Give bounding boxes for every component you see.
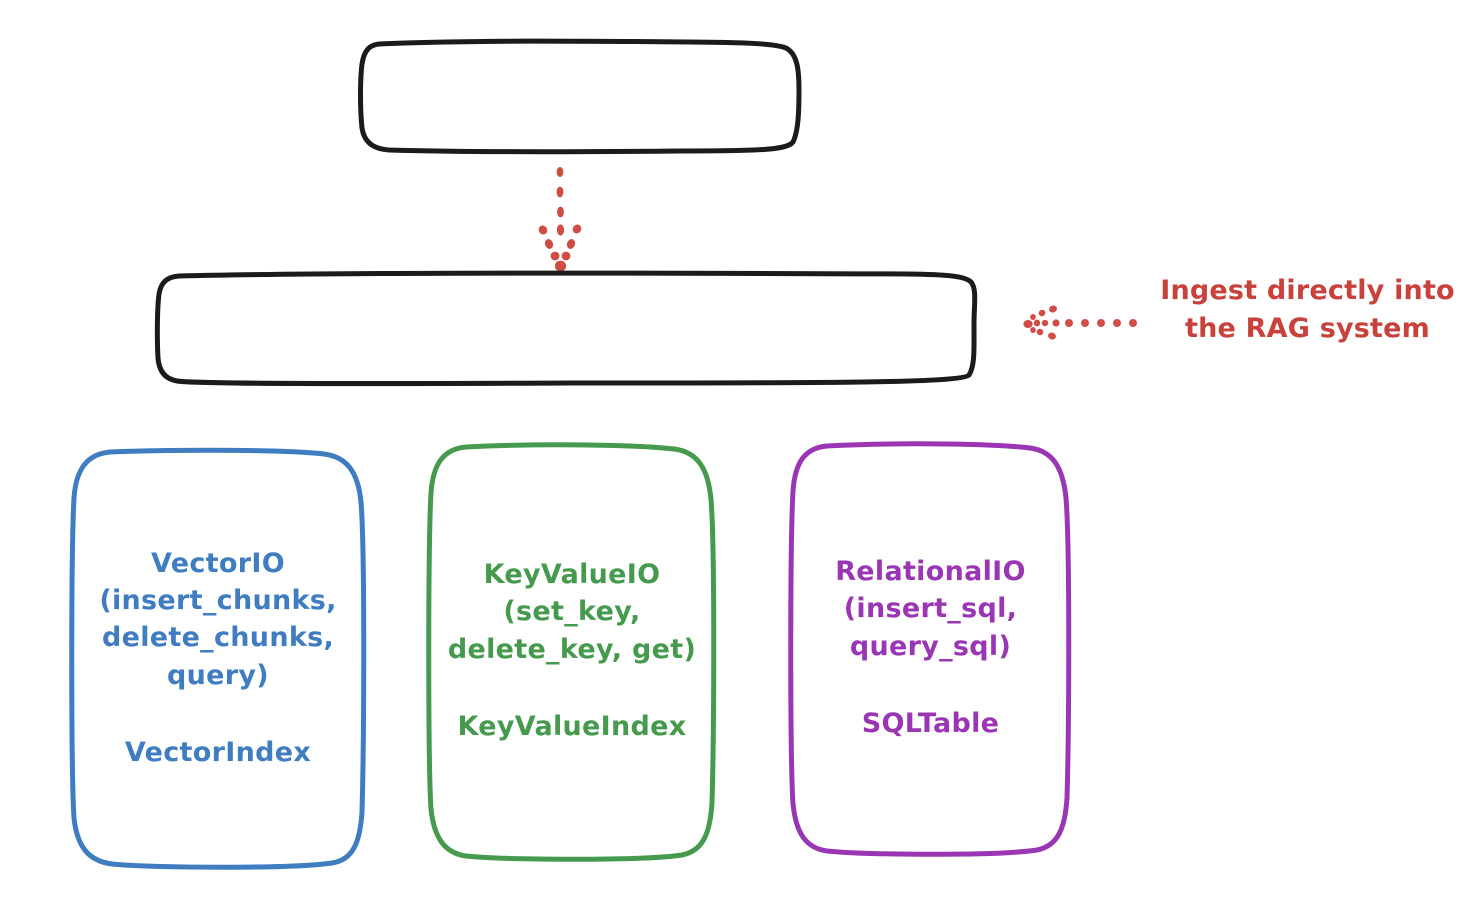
arrow-agent-to-rag-tool bbox=[538, 167, 582, 272]
node-rag-tool-label: RAG Tool bbox=[492, 310, 642, 345]
arrow-ingest-into-rag bbox=[1023, 305, 1137, 340]
node-vector-io-api-label: VectorIO (insert_chunks, delete_chunks, … bbox=[99, 547, 337, 691]
node-relational-io[interactable]: RelationalIO (insert_sql, query_sql) SQL… bbox=[788, 441, 1072, 857]
node-agent[interactable]: AGENT bbox=[357, 38, 804, 155]
node-rag-tool[interactable]: RAG Tool bbox=[154, 270, 979, 387]
node-vector-io[interactable]: VectorIO (insert_chunks, delete_chunks, … bbox=[69, 447, 367, 870]
node-agent-label: AGENT bbox=[517, 79, 644, 114]
node-relational-io-api-label: RelationalIO (insert_sql, query_sql) bbox=[835, 556, 1026, 662]
node-key-value-io-index-label: KeyValueIndex bbox=[457, 710, 687, 742]
node-key-value-io-api-label: KeyValueIO (set_key, delete_key, get) bbox=[447, 559, 697, 665]
ingest-annotation: Ingest directly into the RAG system bbox=[1020, 272, 1470, 372]
node-vector-io-index-label: VectorIndex bbox=[124, 736, 312, 768]
ingest-annotation-label: Ingest directly into the RAG system bbox=[1160, 275, 1455, 345]
node-relational-io-index-label: SQLTable bbox=[861, 707, 1000, 739]
node-key-value-io[interactable]: KeyValueIO (set_key, delete_key, get) Ke… bbox=[426, 442, 717, 862]
